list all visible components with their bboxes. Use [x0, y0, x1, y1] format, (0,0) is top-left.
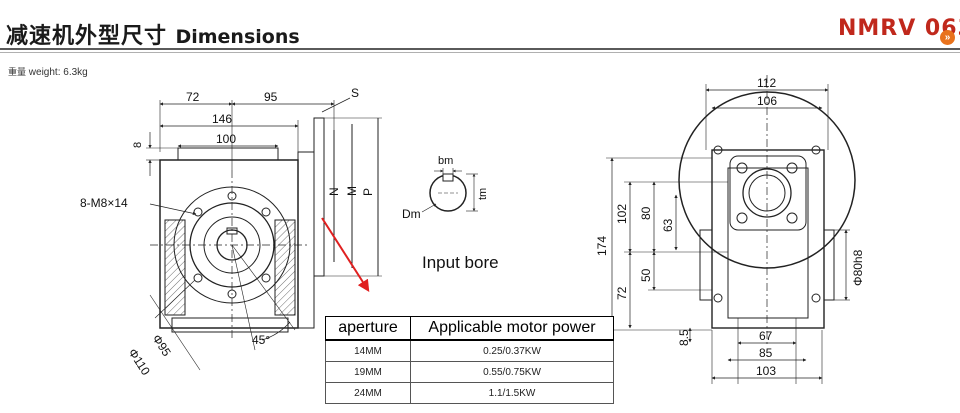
bolt-hole	[713, 293, 723, 303]
dim-m: M	[345, 186, 359, 196]
motor-flange-square	[729, 155, 807, 231]
dim-102: 102	[615, 204, 629, 224]
dim-112: 112	[757, 76, 776, 90]
aperture-cell: 14MM	[325, 339, 411, 362]
power-cell: 0.25/0.37KW	[410, 339, 614, 362]
motor-flange	[297, 151, 315, 329]
dim-106: 106	[757, 94, 777, 108]
bolt-hole	[786, 212, 798, 224]
bore-bm: bm	[438, 155, 453, 167]
bolt-hole	[193, 207, 203, 217]
input-bore-drawing	[421, 168, 478, 213]
weight-label: 重量 weight: 6.3kg	[8, 65, 88, 78]
dim-angle-45: 45°	[252, 333, 270, 347]
power-cell: 0.55/0.75KW	[410, 361, 614, 383]
dim-95-side: 95	[264, 90, 278, 104]
dim-146: 146	[212, 112, 232, 126]
dim-72-side: 72	[186, 90, 200, 104]
header-divider	[0, 48, 960, 50]
dim-8: 8	[132, 142, 144, 148]
bolt-hole	[261, 273, 271, 283]
aperture-cell: 19MM	[325, 361, 411, 383]
header-divider-thin	[0, 52, 960, 53]
bolt-hole	[811, 293, 821, 303]
bolt-hole	[786, 162, 798, 174]
dim-80: 80	[639, 206, 653, 220]
housing-inner	[727, 167, 809, 319]
dim-phi110: Φ110	[125, 346, 153, 378]
motor-flange-bore	[742, 168, 792, 218]
dim-67: 67	[759, 329, 773, 343]
power-cell: 1.1/1.5KW	[410, 382, 614, 404]
dim-103: 103	[756, 364, 776, 378]
side-view	[146, 97, 382, 371]
input-bore-label: Input bore	[422, 253, 499, 272]
dim-n: N	[327, 187, 341, 196]
page-title: 减速机外型尺寸 Dimensions	[6, 18, 300, 50]
dim-50: 50	[639, 268, 653, 282]
front-view	[606, 75, 856, 384]
bolt-spec: 8-M8×14	[80, 196, 128, 210]
model-name: NMRV 063	[838, 16, 960, 41]
bolt-hole	[736, 162, 748, 174]
chevron-right-icon: »	[940, 30, 955, 45]
table-header-row: aperture Applicable motor power	[325, 316, 614, 341]
column-header-power: Applicable motor power	[410, 316, 614, 341]
dim-72-front: 72	[615, 286, 629, 300]
bolt-hole	[811, 145, 821, 155]
bolt-hole	[261, 207, 271, 217]
bolt-hole	[713, 145, 723, 155]
dim-63: 63	[661, 218, 675, 232]
title-english: Dimensions	[175, 26, 300, 48]
hatched-section-left	[164, 219, 186, 316]
table-row: 24MM 1.1/1.5KW	[325, 382, 614, 404]
bore-dm: Dm	[402, 207, 421, 221]
motor-power-table: aperture Applicable motor power 14MM 0.2…	[325, 316, 614, 404]
motor-flange-plate	[313, 117, 325, 277]
dim-s: S	[351, 86, 359, 100]
dim-phi95: Φ95	[149, 332, 173, 359]
aperture-cell: 24MM	[325, 382, 411, 404]
dim-100: 100	[216, 132, 236, 146]
dim-174: 174	[595, 236, 609, 256]
bore-tm: tm	[477, 188, 489, 200]
title-chinese: 减速机外型尺寸	[6, 24, 168, 49]
weight-label-zh: 重量	[8, 68, 27, 78]
gearbox-bottom-foot	[171, 317, 289, 333]
red-indicator-arrow	[321, 217, 370, 293]
table-row: 14MM 0.25/0.37KW	[325, 339, 614, 362]
gearbox-top-flange	[177, 147, 279, 161]
weight-value: weight: 6.3kg	[28, 67, 88, 78]
column-header-aperture: aperture	[325, 316, 411, 341]
dim-85: 85	[759, 346, 773, 360]
spigot	[823, 229, 835, 301]
bolt-hole	[736, 212, 748, 224]
dim-8-5: 8.5	[677, 329, 691, 346]
bolt-hole	[193, 273, 203, 283]
housing-body	[711, 149, 825, 329]
table-row: 19MM 0.55/0.75KW	[325, 361, 614, 383]
dim-phi80h8: Φ80h8	[851, 249, 865, 286]
dim-p: P	[361, 188, 375, 196]
